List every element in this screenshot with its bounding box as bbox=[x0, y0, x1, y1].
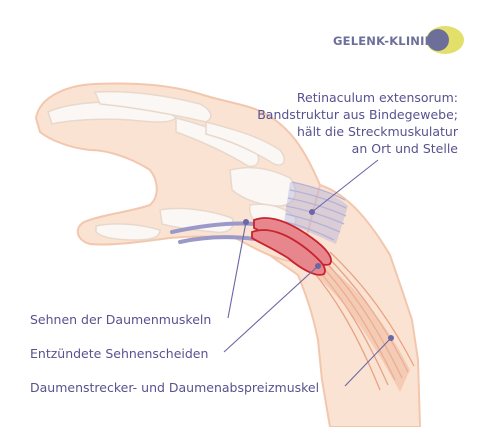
retinaculum-line-3: hält die Streckmuskulatur bbox=[297, 124, 458, 139]
sheaths-label: Entzündete Sehnenscheiden bbox=[30, 346, 209, 361]
muscle-belly bbox=[312, 258, 410, 392]
retinaculum-line-2: Bandstruktur aus Bindegewebe; bbox=[257, 107, 458, 122]
logo-mark bbox=[426, 26, 464, 54]
retinaculum-line-4: an Ort und Stelle bbox=[351, 141, 458, 156]
palm bbox=[34, 82, 322, 264]
retinaculum-band bbox=[285, 181, 347, 241]
muscles-label: Daumenstrecker- und Daumenabspreizmuskel bbox=[30, 380, 320, 395]
inflamed-sheaths bbox=[251, 217, 332, 276]
tendons-label: Sehnen der Daumenmuskeln bbox=[30, 312, 212, 327]
retinaculum-line-1: Retinaculum extensorum: bbox=[296, 90, 458, 105]
leader-dots bbox=[243, 209, 394, 341]
logo-text: GELENK-KLINIK bbox=[333, 34, 434, 48]
leader-lines bbox=[223, 159, 392, 387]
retinaculum-label: Retinaculum extensorum: Bandstruktur aus… bbox=[257, 89, 458, 157]
retinaculum-fill bbox=[284, 182, 348, 244]
